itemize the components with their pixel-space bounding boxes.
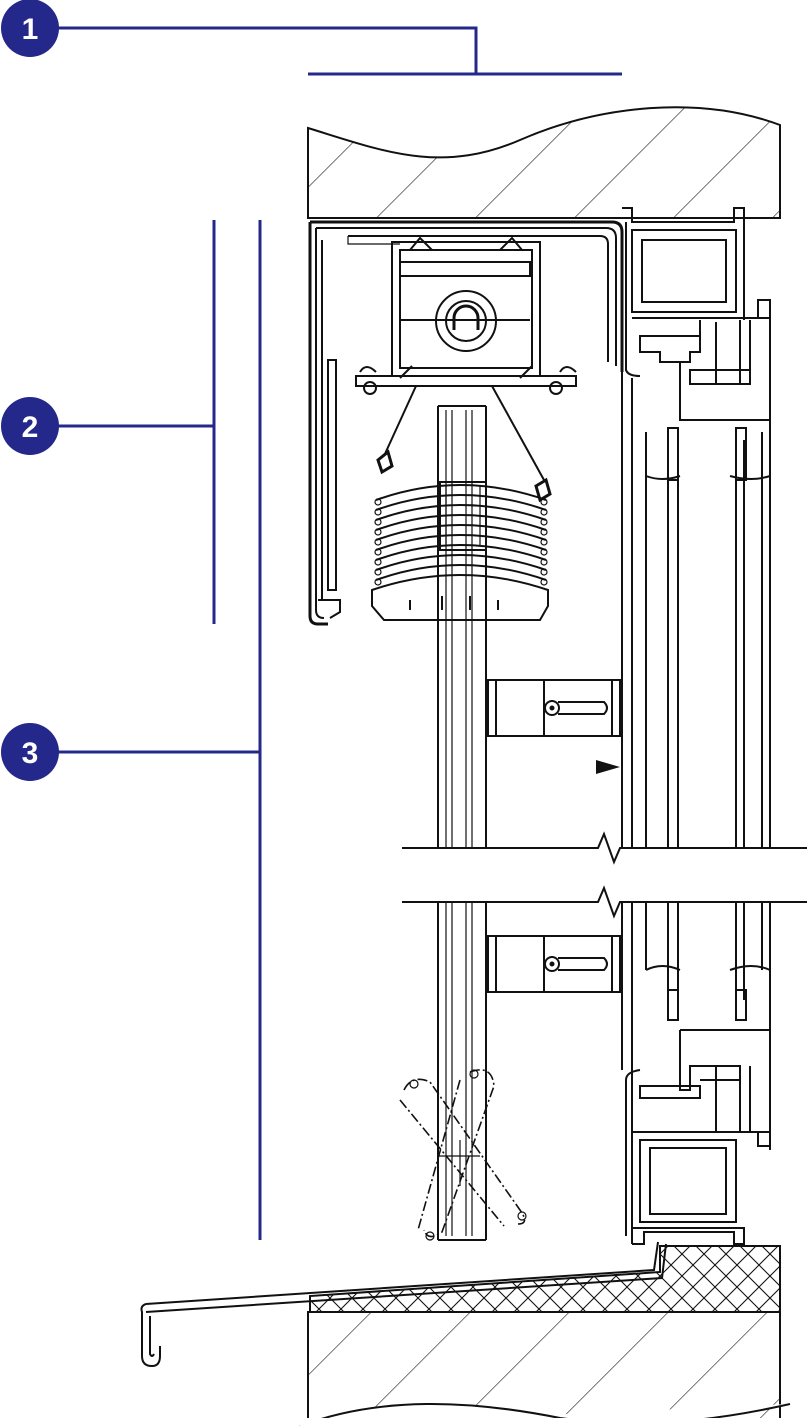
slat-hole	[540, 528, 548, 536]
slat-hole	[540, 578, 548, 586]
slat-hole	[374, 508, 382, 516]
slat-hole	[540, 518, 548, 526]
dimension-lines	[212, 72, 622, 1240]
rail-bracket-lower	[487, 935, 621, 993]
bottom-slat-tilted	[399, 1069, 527, 1241]
slat-hole	[374, 578, 382, 586]
slat-hole	[374, 528, 382, 536]
callout-1-label: 1	[22, 13, 39, 46]
sill-insulation	[309, 1245, 781, 1313]
slat-arc	[375, 494, 547, 511]
tilt-mechanism	[355, 236, 577, 395]
slat-arc	[375, 514, 547, 531]
slat-hole	[374, 568, 382, 576]
callout-3-label: 3	[22, 737, 39, 770]
callout-leaders	[30, 26, 478, 754]
slat-arc	[375, 484, 547, 501]
slat-hole	[540, 558, 548, 566]
break-line-lower	[402, 885, 807, 919]
slat-hole	[374, 558, 382, 566]
lintel-wall	[307, 106, 781, 219]
callout-3-bubble	[1, 723, 59, 781]
slat-hole	[374, 498, 382, 506]
slat-hole	[540, 538, 548, 546]
callout-2: 2	[1, 397, 59, 455]
callout-1-leader	[30, 26, 478, 74]
slat-hole	[540, 508, 548, 516]
direction-arrow	[596, 760, 620, 774]
slat-arc	[375, 534, 547, 551]
break-line-upper	[402, 831, 807, 865]
window-sill-flashing	[140, 1241, 667, 1368]
slat-hole	[374, 518, 382, 526]
callout-2-label: 2	[22, 411, 39, 444]
slat-arc	[375, 504, 547, 521]
callout-3: 3	[1, 723, 59, 781]
slat-arc	[375, 554, 547, 571]
sill-wall	[299, 1311, 800, 1426]
callout-1-bubble	[1, 0, 59, 57]
slat-arc	[375, 544, 547, 561]
callout-2-bubble	[1, 397, 59, 455]
slat-hole	[374, 548, 382, 556]
rail-bracket-upper	[487, 679, 621, 737]
blind-head-box	[308, 220, 624, 626]
stacked-slats	[371, 385, 552, 621]
window-frame-upper	[621, 207, 771, 848]
slat-arc	[375, 564, 547, 581]
window-frame-lower	[621, 902, 771, 1245]
guide-rail	[437, 405, 487, 1241]
slat-hole	[540, 568, 548, 576]
callout-1: 1	[1, 0, 59, 57]
slat-arc	[375, 524, 547, 541]
slat-hole	[540, 498, 548, 506]
slat-hole	[374, 538, 382, 546]
slat-hole	[540, 548, 548, 556]
